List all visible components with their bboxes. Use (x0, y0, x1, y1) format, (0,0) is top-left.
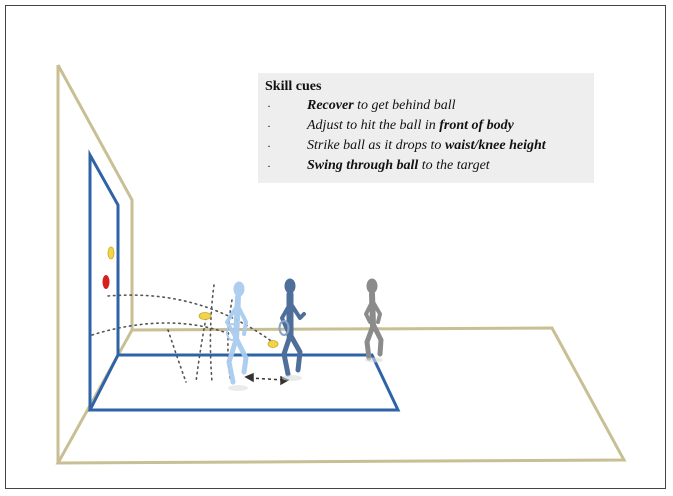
target-zone (87, 149, 401, 412)
bullet-icon: · (267, 139, 271, 153)
bullet-icon: · (267, 99, 271, 113)
trajectory-bounce-3 (209, 284, 215, 383)
skill-cues-box: Skill cues · Recover to get behind ball … (258, 73, 594, 183)
skill-cue-item: · Adjust to hit the ball in front of bod… (265, 116, 594, 136)
skill-cue-text: Swing through ball to the target (307, 158, 490, 173)
ball-icon (107, 246, 115, 260)
ball-icon (198, 312, 212, 320)
skill-cue-text: Strike ball as it drops to waist/knee he… (307, 138, 546, 153)
skill-cue-item: · Recover to get behind ball (265, 96, 594, 116)
bullet-icon: · (267, 159, 271, 173)
skill-cue-item: · Swing through ball to the target (265, 156, 594, 176)
target-dot-icon (102, 275, 110, 289)
player-figure-light (225, 281, 249, 385)
trajectory-return (91, 322, 233, 336)
front-wall-outline (56, 64, 134, 330)
player-figure-mid (278, 278, 306, 377)
wall-target-panel (88, 149, 120, 410)
floor-outline (55, 326, 627, 465)
skill-cue-text: Recover to get behind ball (307, 98, 456, 113)
balls (102, 246, 279, 348)
skill-cues-title: Skill cues (265, 79, 322, 94)
figure-shadows (228, 357, 383, 391)
skill-cue-item: · Strike ball as it drops to waist/knee … (265, 136, 594, 156)
skill-cue-text: Adjust to hit the ball in front of body (307, 118, 514, 133)
trajectory-bounce-1 (167, 329, 187, 383)
trajectory-rebound (107, 294, 275, 344)
player-figure-gray (364, 278, 384, 361)
movement-arrow (244, 372, 290, 386)
floor-target-zone (87, 353, 401, 412)
ball-icon (267, 340, 279, 348)
trajectory-bounce-2 (195, 317, 207, 383)
bullet-icon: · (267, 119, 271, 133)
